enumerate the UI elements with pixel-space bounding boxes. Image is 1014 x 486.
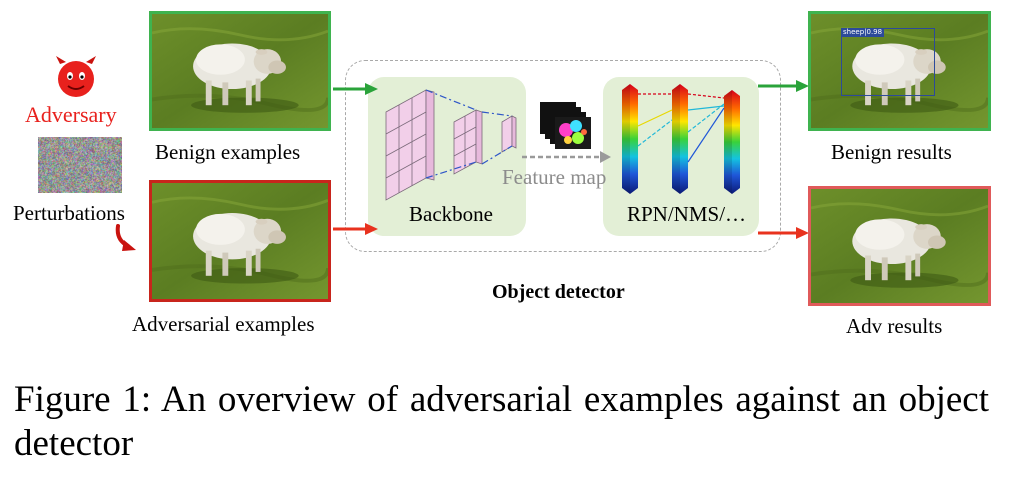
feature-map-label: Feature map xyxy=(502,165,607,189)
adversarial-input-arrow xyxy=(333,223,378,235)
benign-output-arrow xyxy=(758,80,809,92)
adversarial-examples-label: Adversarial examples xyxy=(132,312,315,336)
benign-input-arrow xyxy=(333,83,378,95)
rainbow-column xyxy=(622,84,638,194)
figure-caption: Figure 1: An overview of adversarial exa… xyxy=(14,379,989,464)
adversarial-output-arrow xyxy=(758,227,809,239)
perturbations-label: Perturbations xyxy=(13,201,125,225)
detection-bounding-box xyxy=(841,28,935,96)
detection-tag: sheep|0.98 xyxy=(841,28,885,37)
backbone-label: Backbone xyxy=(409,202,493,226)
backbone-layers-diagram xyxy=(385,89,517,201)
benign-examples-label: Benign examples xyxy=(155,140,301,164)
rpn-columns-diagram xyxy=(622,84,740,194)
adversarial-example-image xyxy=(149,180,331,302)
noise-pattern xyxy=(38,137,122,193)
benign-results-label: Benign results xyxy=(831,140,952,164)
feature-map-stack xyxy=(540,102,591,149)
rainbow-column xyxy=(724,90,740,194)
adversarial-result-image xyxy=(808,186,991,306)
feature-map-arrow xyxy=(522,151,611,163)
benign-result-image: sheep|0.98 xyxy=(808,11,991,131)
object-detector-label: Object detector xyxy=(492,281,625,303)
adversary-label: Adversary xyxy=(25,102,117,127)
rainbow-column xyxy=(672,84,688,194)
adv-results-label: Adv results xyxy=(846,314,943,338)
curved-arrow-icon xyxy=(115,224,136,251)
benign-example-image xyxy=(149,11,331,131)
devil-face-icon xyxy=(56,56,96,97)
rpn-nms-label: RPN/NMS/… xyxy=(627,202,747,226)
object-detector-box xyxy=(345,60,781,252)
